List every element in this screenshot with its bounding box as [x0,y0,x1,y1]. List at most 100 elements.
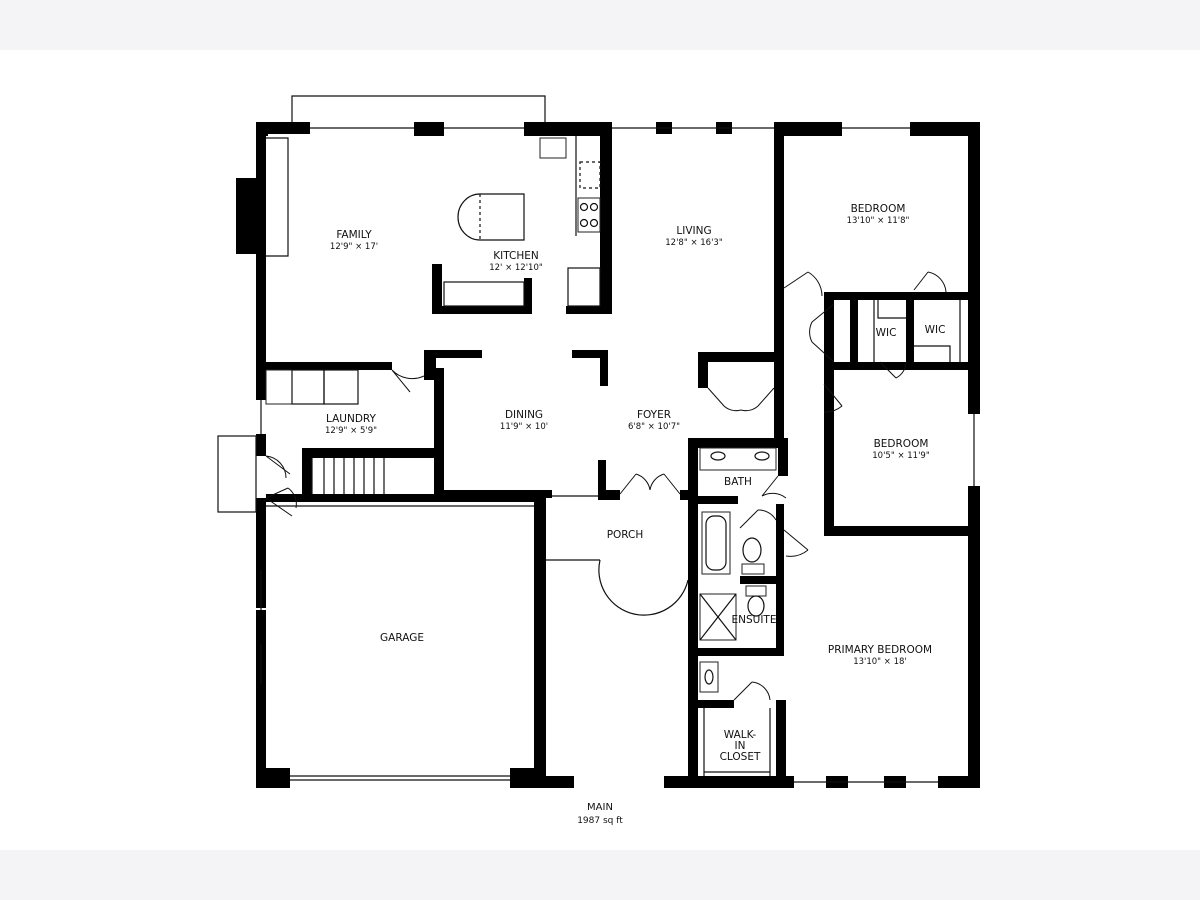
doors [265,271,947,701]
ensuite-basin [704,669,714,685]
wall-bath-mid [698,496,738,504]
wall-family-laundry-stub [424,350,436,380]
wall-bath-top [698,438,788,448]
wall-ensuite-top [740,576,784,584]
wall-bath-right-top [778,438,788,476]
wall-closet-left [698,352,708,388]
label-ensuite: ENSUITE [732,614,777,626]
label-family: FAMILY [336,229,372,241]
wall-kitchen-bottom [566,306,612,314]
wall-island-left [432,264,442,314]
wall-laundry-right [434,368,444,494]
door-walk-in-closet [733,681,771,701]
label-bedroom-middle: BEDROOM [874,438,929,450]
bath-vanity [699,447,777,471]
wall-wic-left [824,292,834,362]
wall-closet-right [776,700,786,788]
fireplace [236,178,256,254]
wall-garage-top [266,494,534,502]
wall-entry-right [680,490,698,500]
wall-bath-left [688,438,698,788]
burner-2 [589,202,599,212]
wic-shelf-1 [877,300,906,319]
laundry-sink [265,369,293,405]
wall-bedroom-middle-left [824,370,834,530]
door-side-entry [265,455,293,517]
wall-stair-left [302,448,312,494]
dim-family: 12'9" × 17' [330,242,378,252]
label-wic-right: WIC [925,324,946,336]
floor-plan: FAMILY 12'9" × 17' KITCHEN 12' × 12'10" … [217,95,980,826]
wall-garage-bottom-stub [546,776,574,788]
wall-living-bedroom [774,122,784,442]
burner-1 [579,202,589,212]
wall-top-pier [414,122,444,136]
dim-primary-bedroom: 13'10" × 18' [853,657,907,667]
dim-dining: 11'9" × 10' [500,422,548,432]
door-wic-2 [913,271,947,293]
wall-left-garage-3 [256,684,266,784]
burner-4 [589,218,599,228]
wall-right-lower [968,486,980,788]
walls [236,95,980,788]
shower-x-2 [699,593,737,641]
bathtub-inner [705,515,727,571]
wall-ensuite-right [776,504,784,654]
family-builtin [266,137,289,257]
wall-stair-top [302,448,434,458]
wall-family-laundry [266,362,392,370]
deck-outline [291,95,546,122]
label-bedroom-upper: BEDROOM [851,203,906,215]
door-foyer-closet [707,387,775,412]
door-front [619,473,681,495]
dim-laundry: 12'9" × 5'9" [325,426,377,436]
wall-entry-post [598,460,606,492]
label-walk-in-closet-2: IN [735,740,746,752]
side-entry-landing [217,435,257,513]
wall-entry-left [598,490,620,500]
label-kitchen: KITCHEN [493,250,539,262]
label-garage: GARAGE [380,632,424,644]
vanity-sink-1 [710,451,726,461]
dim-foyer: 6'8" × 10'7" [628,422,680,432]
toilet-bath [742,537,762,563]
vanity-sink-2 [754,451,770,461]
label-wic-left: WIC [876,327,897,339]
wall-dining-bottom [440,490,552,498]
island-counter [443,281,525,307]
room-labels: FAMILY 12'9" × 17' KITCHEN 12' × 12'10" … [325,203,945,763]
wall-garage-right [534,494,546,788]
door-bedroom-upper [783,271,823,297]
wall-foyer-stub [572,350,608,358]
wall-top-kitchen [524,122,612,136]
toilet-tank-bath [741,563,765,575]
fridge-dashed [579,161,601,189]
wall-right-upper [968,122,980,414]
wall-primary-bottom-right [938,776,980,788]
washer [291,369,325,405]
wall-closet-top-left [698,700,734,708]
wall-ensuite-bottom [698,648,784,656]
wall-left-family [256,122,266,368]
label-laundry: LAUNDRY [326,413,377,425]
floor-plan-canvas: FAMILY 12'9" × 17' KITCHEN 12' × 12'10" … [0,50,1200,850]
wall-top-right [910,122,980,136]
wall-left-stub [256,434,266,456]
toilet-tank-ensuite [745,585,767,597]
kitchen-island [457,193,525,241]
kitchen-cabinet [567,267,601,307]
wall-left-garage-top [256,498,266,548]
wall-primary-bottom-left [664,776,794,788]
label-porch: PORCH [607,529,644,541]
wall-kitchen-right [600,136,612,314]
door-bath-inner [739,509,777,529]
label-dining: DINING [505,409,543,421]
ensuite-sink [699,661,719,693]
label-bath: BATH [724,476,752,488]
wall-island-bottom [432,306,532,314]
burner-3 [579,218,589,228]
label-walk-in-closet-3: CLOSET [720,751,761,763]
dryer [323,369,359,405]
stairs [311,458,385,494]
door-linen [809,303,835,363]
